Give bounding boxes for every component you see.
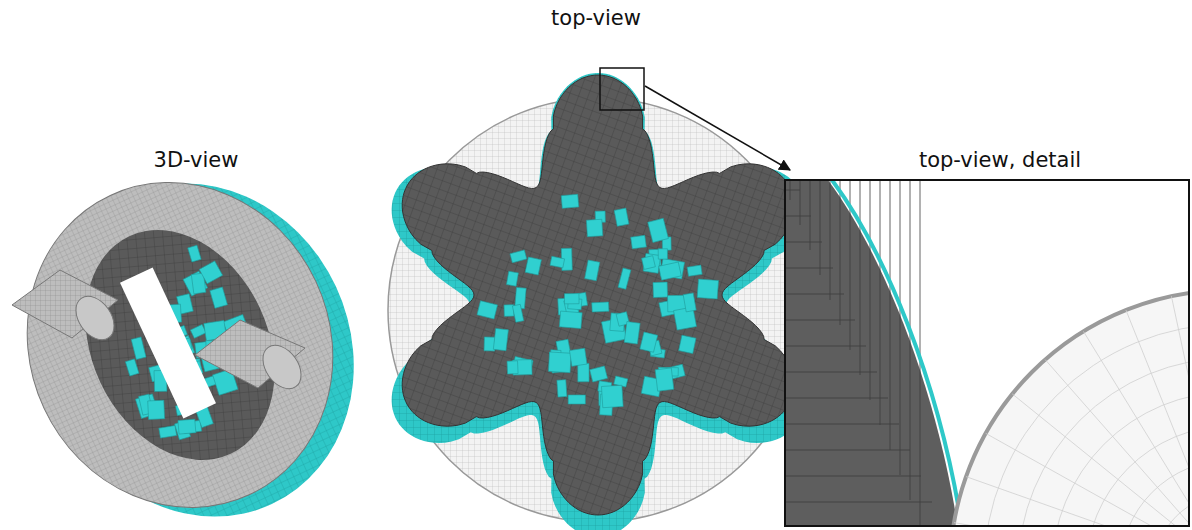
view-caption: top-view (548, 6, 644, 30)
view-caption: 3D-view (151, 148, 242, 172)
top-view-illustration (388, 68, 808, 530)
view-caption: top-view, detail (916, 148, 1084, 172)
3d-view-illustration (0, 132, 408, 530)
detail-illustration (785, 180, 1192, 530)
